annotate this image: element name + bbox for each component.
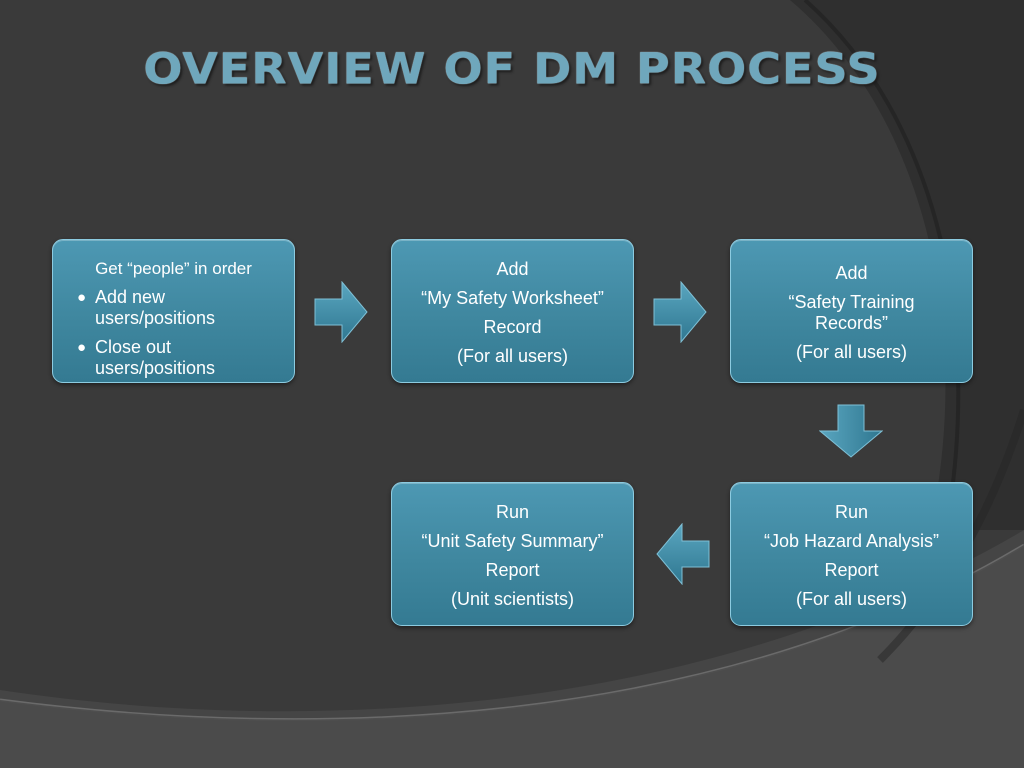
- step-2-box: Add “My Safety Worksheet” Record (For al…: [391, 239, 634, 383]
- step-1-bullet-item: ● Close out users/positions: [75, 337, 284, 379]
- step-1-bullet-text: Close out users/positions: [95, 337, 216, 378]
- step-3-line: “Safety Training Records”: [788, 292, 915, 333]
- step-1-bullet-item: ● Add new users/positions: [75, 287, 284, 329]
- step-4-line: Run: [834, 502, 869, 522]
- arrow-down-icon: [819, 404, 883, 458]
- step-4-line: (For all users): [795, 589, 907, 609]
- step-3-line: (For all users): [795, 342, 907, 362]
- step-5-line: Report: [485, 560, 540, 580]
- arrow-right-icon: [653, 281, 707, 343]
- step-5-box: Run “Unit Safety Summary” Report (Unit s…: [391, 482, 634, 626]
- arrow-right-icon: [314, 281, 368, 343]
- bullet-icon: ●: [77, 339, 87, 356]
- step-4-box: Run “Job Hazard Analysis” Report (For al…: [730, 482, 973, 626]
- step-4-line: Report: [824, 560, 879, 580]
- step-4-line: “Job Hazard Analysis”: [763, 531, 940, 551]
- step-3-box: Add “Safety Training Records” (For all u…: [730, 239, 973, 383]
- step-2-line: “My Safety Worksheet”: [421, 288, 604, 308]
- step-2-line: Record: [483, 317, 542, 337]
- step-1-bullet-list: ● Add new users/positions ● Close out us…: [53, 287, 294, 379]
- step-1-box: Get “people” in order ● Add new users/po…: [52, 239, 295, 383]
- step-1-heading: Get “people” in order: [95, 259, 252, 278]
- bullet-icon: ●: [77, 289, 87, 306]
- step-2-line: Add: [496, 259, 529, 279]
- step-3-line: Add: [835, 263, 868, 283]
- step-2-line: (For all users): [456, 346, 568, 366]
- step-5-line: Run: [495, 502, 530, 522]
- step-5-line: “Unit Safety Summary”: [421, 531, 604, 551]
- slide-title: Overview of DM Process: [143, 44, 881, 94]
- arrow-left-icon: [656, 523, 710, 585]
- step-5-line: (Unit scientists): [450, 589, 575, 609]
- step-1-bullet-text: Add new users/positions: [95, 287, 216, 328]
